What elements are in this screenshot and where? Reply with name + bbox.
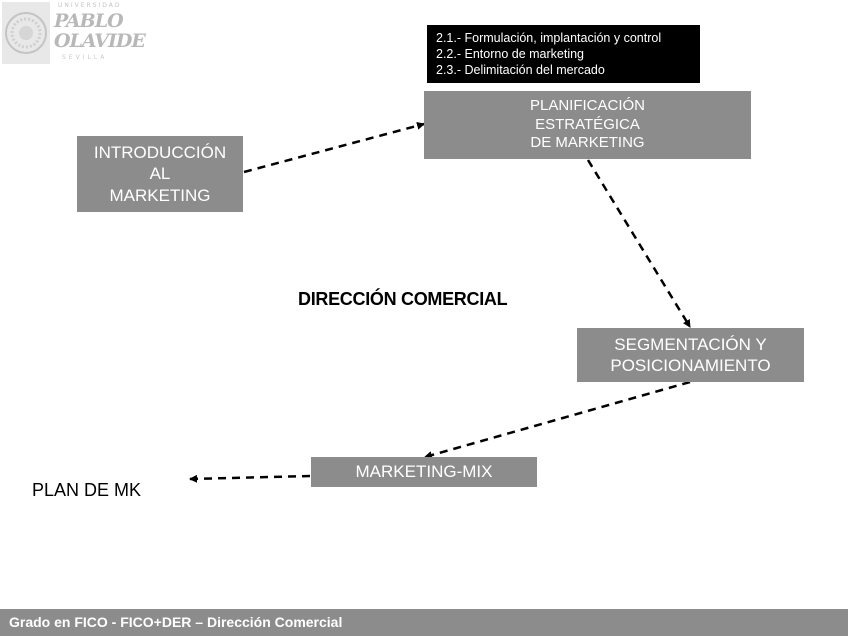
arrow-planificacion-to-segmentacion: [586, 159, 692, 328]
university-seal-icon: [2, 2, 50, 64]
logo-city-text: SEVILLA: [62, 54, 108, 61]
subtopic-item: 2.3.- Delimitación del mercado: [436, 63, 605, 77]
logo-name-line2: OLAVIDE: [54, 30, 146, 52]
subtopics-box: 2.1.- Formulación, implantación y contro…: [427, 25, 700, 83]
box-introduccion: INTRODUCCIÓN AL MARKETING: [77, 136, 243, 212]
footer-bar: Grado en FICO - FICO+DER – Dirección Com…: [0, 609, 848, 636]
logo-name-line1: PABLO: [54, 10, 124, 32]
logo-university-text: UNIVERSIDAD: [58, 2, 122, 9]
subtopic-item: 2.1.- Formulación, implantación y contro…: [436, 31, 662, 45]
arrow-segmentacion-to-mix: [424, 380, 691, 459]
box-planificacion: PLANIFICACIÓN ESTRATÉGICA DE MARKETING: [424, 91, 751, 159]
arrow-intro-to-planificacion: [243, 121, 425, 174]
box-marketing-mix: MARKETING-MIX: [311, 457, 537, 487]
subtopic-item: 2.2.- Entorno de marketing: [436, 47, 584, 61]
university-logo: UNIVERSIDAD PABLO OLAVIDE SEVILLA: [2, 2, 146, 64]
arrow-mix-to-plan: [189, 474, 311, 483]
box-segmentacion: SEGMENTACIÓN Y POSICIONAMIENTO: [577, 328, 804, 382]
center-title: DIRECCIÓN COMERCIAL: [298, 289, 508, 309]
plan-label: PLAN DE MK: [32, 480, 142, 500]
